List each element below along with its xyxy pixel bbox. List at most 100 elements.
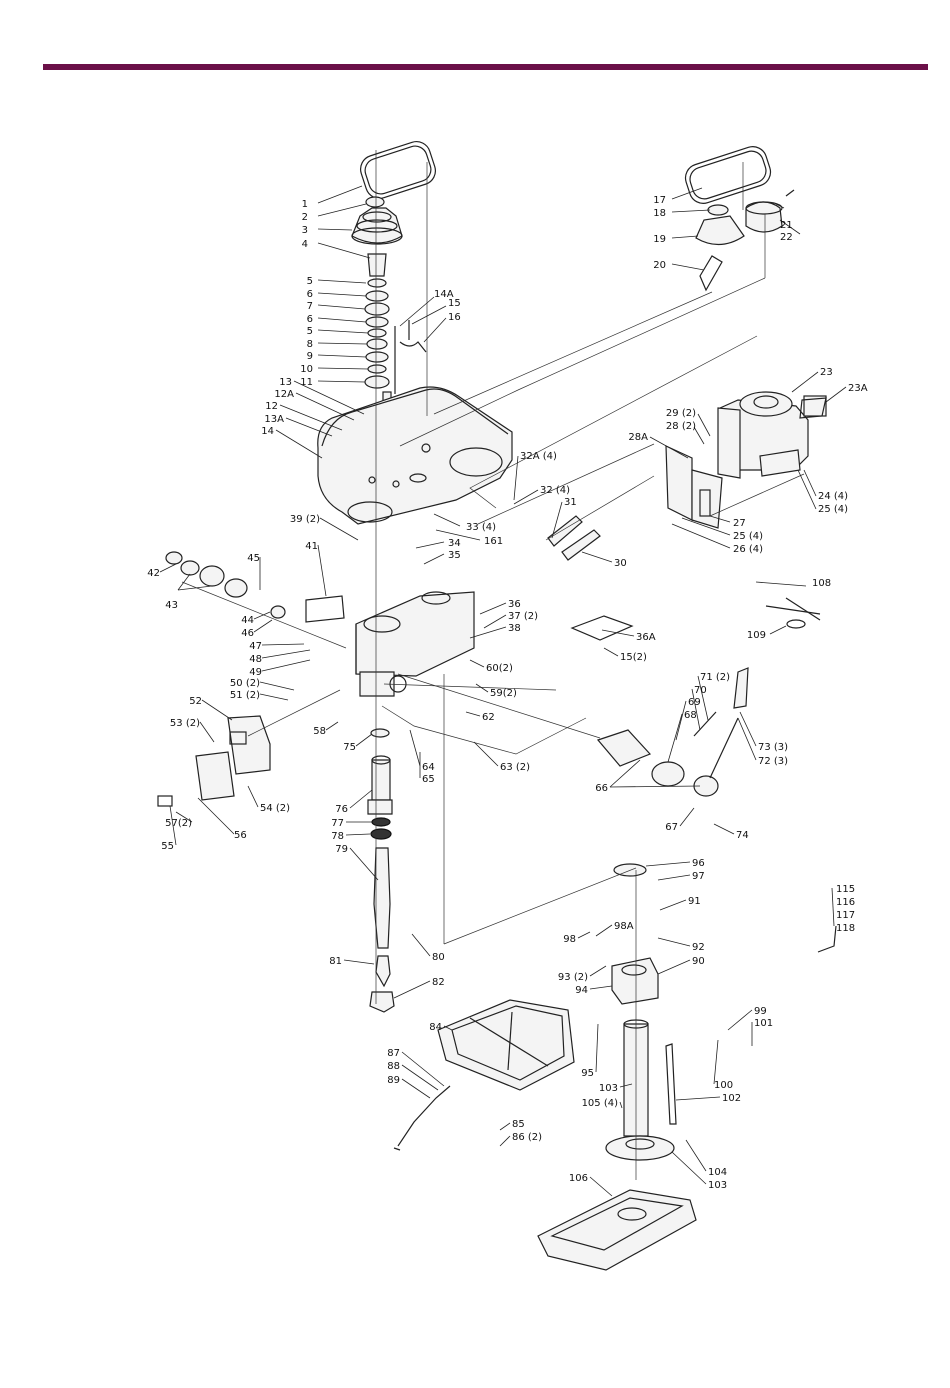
part-label-45: 45: [247, 553, 260, 564]
part-label-101: 101: [754, 1018, 773, 1029]
part-label-85: 85: [512, 1119, 525, 1130]
part-label-10: 10: [300, 364, 313, 375]
part-label-15: 15: [448, 298, 461, 309]
part-label-89: 89: [387, 1075, 400, 1086]
part-label-2: 2: [302, 212, 308, 223]
part-label-60: 60(2): [486, 663, 513, 674]
part-label-36A: 36A: [636, 632, 656, 643]
part-label-21: 21: [780, 220, 793, 231]
part-label-106: 106: [569, 1173, 588, 1184]
part-label-98A: 98A: [614, 921, 634, 932]
part-label-28A: 28A: [628, 432, 648, 443]
part-label-104: 104: [708, 1167, 727, 1178]
part-label-19: 19: [653, 234, 666, 245]
part-label-32A: 32A (4): [520, 451, 557, 462]
part-label-38: 38: [508, 623, 521, 634]
part-label-86: 86 (2): [512, 1132, 542, 1143]
part-label-59: 59(2): [490, 688, 517, 699]
part-label-99: 99: [754, 1006, 767, 1017]
part-label-23A: 23A: [848, 383, 868, 394]
part-label-55: 55: [161, 841, 174, 852]
part-label-75: 75: [343, 742, 356, 753]
shaft-30: [561, 529, 601, 561]
part-label-7: 7: [307, 301, 313, 312]
part-label-73: 73 (3): [758, 742, 788, 753]
part-label-9: 9: [307, 351, 313, 362]
part-label-54: 54 (2): [260, 803, 290, 814]
table-crank: [397, 1085, 451, 1147]
part-label-77: 77: [331, 818, 344, 829]
part-label-95: 95: [581, 1068, 594, 1079]
part-label-25b: 25 (4): [733, 531, 763, 542]
quill-assembly: [367, 728, 395, 1013]
part-number-labels: 1234567658910111312A1213A1414A1516171819…: [147, 195, 867, 1191]
part-label-84: 84: [429, 1022, 442, 1033]
base: [537, 1189, 697, 1271]
part-label-48: 48: [249, 654, 262, 665]
spindle-pulley: [351, 207, 403, 244]
part-label-43: 43: [165, 600, 178, 611]
part-label-36: 36: [508, 599, 521, 610]
part-label-44: 44: [241, 615, 254, 626]
part-label-20: 20: [653, 260, 666, 271]
part-label-64: 64: [422, 762, 435, 773]
part-label-41: 41: [305, 541, 318, 552]
part-label-49: 49: [249, 667, 262, 678]
part-label-12: 12: [265, 401, 278, 412]
pulley-insert: [367, 253, 387, 277]
part-label-67: 67: [665, 822, 678, 833]
part-label-100: 100: [714, 1080, 733, 1091]
part-label-82: 82: [432, 977, 445, 988]
part-label-117: 117: [836, 910, 855, 921]
part-label-72: 72 (3): [758, 756, 788, 767]
part-label-42: 42: [147, 568, 160, 579]
part-label-81: 81: [329, 956, 342, 967]
assembly-lines: [181, 150, 805, 1180]
part-label-91: 91: [688, 896, 701, 907]
part-label-5b: 5: [307, 326, 313, 337]
part-label-70: 70: [694, 685, 707, 696]
bearing-stack: [364, 278, 392, 405]
part-label-51: 51 (2): [230, 690, 260, 701]
rack: [665, 1043, 677, 1125]
part-label-116: 116: [836, 897, 855, 908]
part-label-14A: 14A: [434, 289, 454, 300]
part-label-15b: 15(2): [620, 652, 647, 663]
part-label-3: 3: [302, 225, 308, 236]
belt-motor: [684, 146, 772, 204]
part-label-50: 50 (2): [230, 678, 260, 689]
part-label-13: 13: [279, 377, 292, 388]
work-table: [437, 999, 575, 1091]
part-label-18: 18: [653, 208, 666, 219]
part-label-90: 90: [692, 956, 705, 967]
part-label-24: 24 (4): [818, 491, 848, 502]
part-label-118: 118: [836, 923, 855, 934]
motor: [717, 391, 827, 479]
part-label-93: 93 (2): [558, 972, 588, 983]
part-label-103b: 103: [708, 1180, 727, 1191]
part-label-33: 33 (4): [466, 522, 496, 533]
part-label-52: 52: [189, 696, 202, 707]
part-label-115: 115: [836, 884, 855, 895]
part-label-32: 32 (4): [540, 485, 570, 496]
part-label-68: 68: [684, 710, 697, 721]
part-label-11: 11: [300, 377, 313, 388]
part-label-57: 57(2): [165, 818, 192, 829]
idler-pulley: [695, 215, 745, 246]
part-label-16: 16: [448, 312, 461, 323]
leader-lines: [159, 185, 847, 1197]
part-label-26: 26 (4): [733, 544, 763, 555]
part-label-28: 28 (2): [666, 421, 696, 432]
part-label-92: 92: [692, 942, 705, 953]
part-label-35: 35: [448, 550, 461, 561]
part-label-80: 80: [432, 952, 445, 963]
part-label-109: 109: [747, 630, 766, 641]
part-label-25a: 25 (4): [818, 504, 848, 515]
part-label-56: 56: [234, 830, 247, 841]
part-label-63: 63 (2): [500, 762, 530, 773]
part-label-8: 8: [307, 339, 313, 350]
part-label-5a: 5: [307, 276, 313, 287]
part-label-46: 46: [241, 628, 254, 639]
part-label-39: 39 (2): [290, 514, 320, 525]
head-casting: [355, 591, 475, 697]
